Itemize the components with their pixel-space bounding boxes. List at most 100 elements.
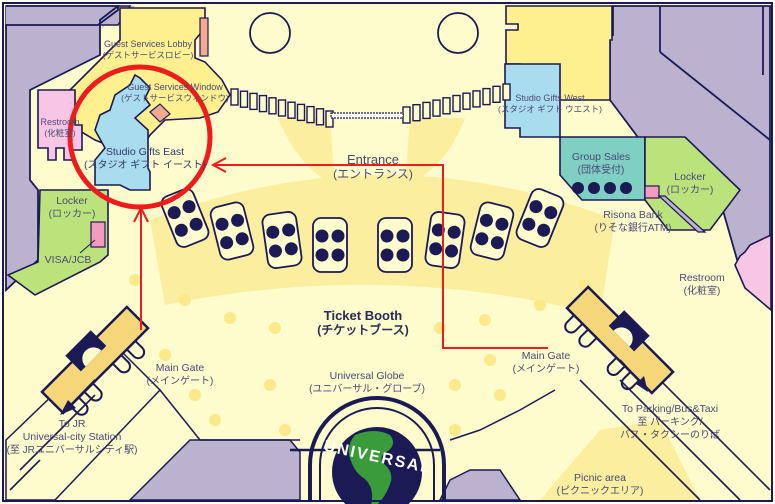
- label-line: To JR: [58, 418, 86, 430]
- entrance-turnstiles-left: [230, 88, 334, 128]
- risona-bank-atm: [644, 185, 660, 199]
- plaza-dot: [159, 349, 171, 361]
- label-visa-jcb: VISA/JCB: [45, 254, 92, 267]
- turnstile: [432, 99, 441, 117]
- ticket-window: [282, 223, 296, 237]
- label-jp: (ロッカー): [666, 185, 714, 196]
- ticket-window: [331, 248, 345, 262]
- label-en: Restroom: [40, 117, 80, 127]
- walkway-east-line-3: [619, 379, 741, 501]
- highlight-circle: [67, 64, 213, 210]
- plaza-dot: [479, 314, 491, 326]
- ticket-booth: [209, 201, 255, 261]
- ticket-window: [315, 248, 329, 262]
- building-west-wall: [6, 6, 118, 25]
- ticket-window: [429, 242, 443, 256]
- label-en: Universal Globe: [329, 370, 405, 382]
- ticket-window: [315, 229, 329, 243]
- turnstile: [492, 85, 501, 104]
- ticket-window: [182, 200, 196, 214]
- group-sales-window: [588, 182, 600, 194]
- planter-circle: [249, 12, 291, 54]
- walkway-west-line-2: [9, 459, 41, 491]
- ticket-booths: [160, 188, 565, 273]
- ticket-window: [479, 213, 493, 227]
- ticket-booth: [469, 201, 515, 261]
- label-en: Restroom: [679, 272, 725, 284]
- turnstile: [422, 101, 431, 120]
- walkway-west-line-1: [19, 394, 96, 471]
- ticket-window: [235, 232, 249, 246]
- main-gate-west: [40, 305, 150, 416]
- label-jp: (ユニバーサル・グローブ): [309, 384, 425, 395]
- ticket-window: [380, 229, 394, 243]
- ticket-booth: [515, 188, 565, 248]
- plaza-dot: [179, 294, 191, 306]
- route-line-east: [215, 164, 548, 349]
- label-main-gate-west: Main Gate (メインゲート): [147, 362, 214, 388]
- turnstile: [472, 90, 481, 108]
- guest-services-lobby-counter: [199, 17, 209, 57]
- locker-east-building: [644, 136, 742, 231]
- label-en: Locker: [56, 195, 88, 207]
- ticket-window: [396, 229, 410, 243]
- ticket-window: [396, 248, 410, 262]
- group-sales-window: [604, 182, 616, 194]
- arrow-to-parking-shaft: [619, 359, 643, 385]
- main-gate-east: [564, 285, 675, 395]
- ticket-window: [490, 236, 504, 250]
- ticket-window: [167, 206, 181, 220]
- ticket-window: [445, 244, 459, 258]
- ticket-window: [189, 217, 203, 231]
- plaza-dot: [449, 379, 461, 391]
- turnstile: [412, 103, 421, 122]
- turnstile: [230, 88, 239, 106]
- label-jp: バス・タクシーのりば: [620, 430, 720, 441]
- globe-arch-inner: [319, 407, 435, 500]
- turnstile: [462, 92, 471, 110]
- ticket-window: [266, 225, 280, 239]
- label-en: Risona Bank: [603, 209, 663, 221]
- turnstile: [502, 83, 511, 101]
- guest-services-window-counter: [149, 103, 171, 123]
- ticket-window: [431, 223, 445, 237]
- label-jp: (メインゲート): [512, 364, 580, 375]
- ticket-booth-outline: [424, 211, 466, 269]
- ticket-booth-outline: [312, 217, 348, 273]
- label-group-sales: Group Sales (団体受付): [572, 151, 630, 177]
- globe-continents: [348, 431, 394, 504]
- label-guest-services-window: Guest Services Window (ゲストサービスウィンドウ): [121, 82, 229, 104]
- label-jp: (団体受付): [577, 165, 625, 176]
- turnstile: [315, 108, 325, 126]
- ticket-window: [537, 223, 551, 237]
- visa-jcb-atm: [90, 221, 106, 248]
- label-to-parking: To Parking/Bus&Taxi 至 パーキング/ バス・タクシーのりば: [620, 403, 720, 442]
- label-to-jr-station: To JR Universal-city Station (至 JRユニバーサル…: [7, 418, 138, 457]
- ticket-window: [380, 248, 394, 262]
- turnstile: [442, 97, 451, 115]
- label-jp: (至 JRユニバーサルシティ駅): [6, 445, 138, 456]
- label-guest-services-lobby: Guest Services Lobby (ゲストサービスロビー): [103, 39, 194, 61]
- label-en: Studio Gifts East: [105, 146, 185, 158]
- ticket-booth: [377, 217, 413, 273]
- turnstile: [258, 94, 268, 113]
- group-sales-window: [620, 182, 632, 194]
- label-en: Guest Services Lobby: [103, 39, 193, 49]
- label-studio-gifts-east: Studio Gifts East (スタジオ ギフト イースト): [84, 146, 206, 172]
- label-jp: 至 パーキング/: [637, 417, 703, 428]
- ticket-booth: [261, 211, 303, 269]
- turnstile: [249, 92, 258, 111]
- ticket-window: [495, 217, 509, 231]
- restroom-east-building: [734, 233, 772, 312]
- ticket-booth: [424, 211, 466, 269]
- turnstile: [306, 105, 315, 124]
- planter-circle: [437, 12, 479, 54]
- label-jp: (メインゲート): [146, 376, 214, 387]
- ticket-window: [231, 213, 245, 227]
- label-jp: (スタジオ ギフト イースト): [84, 160, 206, 171]
- globe-arch-outer: [308, 396, 446, 500]
- label-jp: (ゲストサービスロビー): [102, 50, 194, 60]
- ticket-window: [174, 223, 188, 237]
- label-restroom-west: Restroom (化粧室): [40, 117, 79, 139]
